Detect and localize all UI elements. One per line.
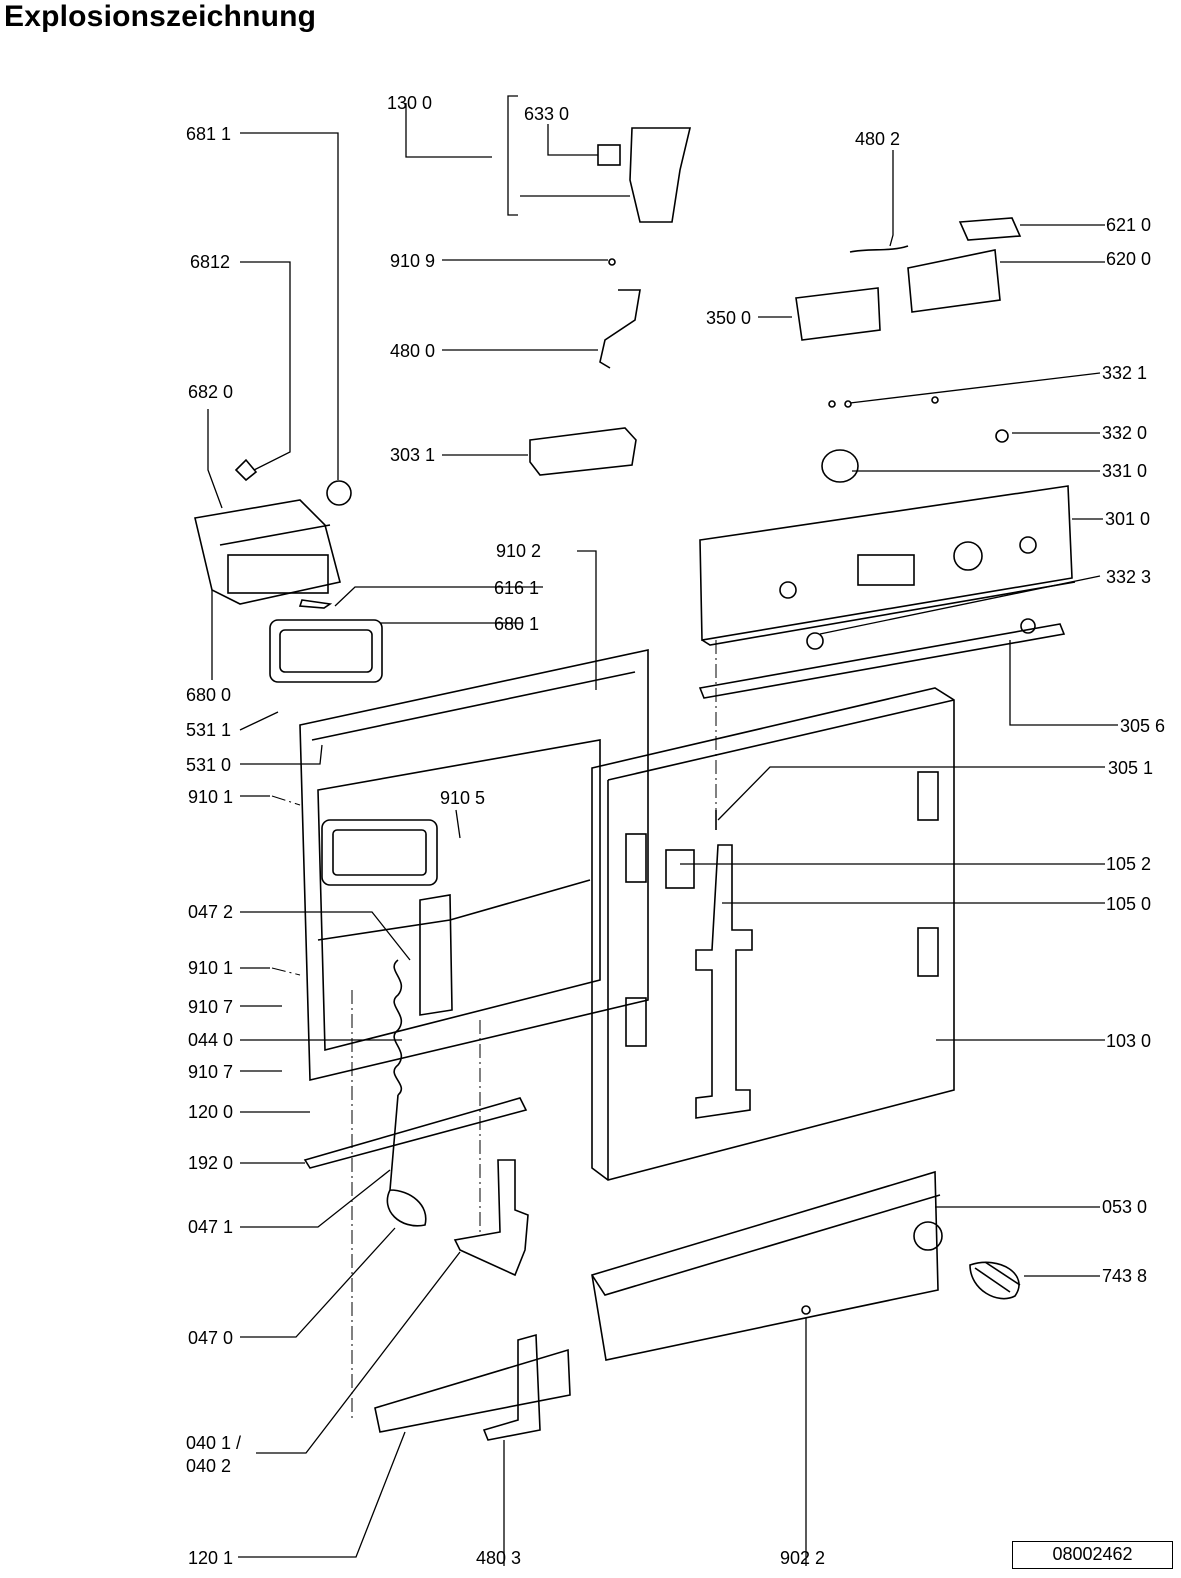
label-616-1: 616 1 [494, 578, 539, 598]
label-743-8: 743 8 [1102, 1266, 1147, 1286]
label-910-7-top: 910 7 [188, 997, 233, 1017]
label-902-2: 902 2 [780, 1548, 825, 1568]
label-040-2: 040 2 [186, 1456, 231, 1476]
label-305-1: 305 1 [1108, 758, 1153, 778]
label-130-0: 130 0 [387, 93, 432, 113]
label-682-0: 682 0 [188, 382, 233, 402]
label-332-1: 332 1 [1102, 363, 1147, 383]
label-633-0: 633 0 [524, 104, 569, 124]
label-910-5: 910 5 [440, 788, 485, 808]
label-680-0: 680 0 [186, 685, 231, 705]
label-480-0: 480 0 [390, 341, 435, 361]
label-105-2: 105 2 [1106, 854, 1151, 874]
label-303-1: 303 1 [390, 445, 435, 465]
label-531-1: 531 1 [186, 720, 231, 740]
label-910-1-top: 910 1 [188, 787, 233, 807]
label-621-0: 621 0 [1106, 215, 1151, 235]
dash-dot-lines [271, 640, 717, 1418]
label-910-9: 910 9 [390, 251, 435, 271]
label-910-1-bottom: 910 1 [188, 958, 233, 978]
label-480-2: 480 2 [855, 129, 900, 149]
part-drawings [194, 127, 1076, 1441]
label-681-1: 681 1 [186, 124, 231, 144]
label-331-0: 331 0 [1102, 461, 1147, 481]
page-title: Explosionszeichnung [4, 0, 317, 33]
label-103-0: 103 0 [1106, 1031, 1151, 1051]
part-number-labels: 130 0 633 0 681 1 480 2 621 0 620 0 6812… [186, 93, 1165, 1568]
label-680-1: 680 1 [494, 614, 539, 634]
label-044-0: 044 0 [188, 1030, 233, 1050]
label-6812: 6812 [190, 252, 230, 272]
label-910-7-bottom: 910 7 [188, 1062, 233, 1082]
label-305-6: 305 6 [1120, 716, 1165, 736]
label-105-0: 105 0 [1106, 894, 1151, 914]
label-620-0: 620 0 [1106, 249, 1151, 269]
label-047-2: 047 2 [188, 902, 233, 922]
label-047-1: 047 1 [188, 1217, 233, 1237]
label-192-0: 192 0 [188, 1153, 233, 1173]
label-480-3: 480 3 [476, 1548, 521, 1568]
label-053-0: 053 0 [1102, 1197, 1147, 1217]
label-332-0: 332 0 [1102, 423, 1147, 443]
leader-lines [207, 95, 1118, 1566]
label-120-0: 120 0 [188, 1102, 233, 1122]
label-040-1: 040 1 / [186, 1433, 241, 1453]
label-047-0: 047 0 [188, 1328, 233, 1348]
label-332-3: 332 3 [1106, 567, 1151, 587]
label-301-0: 301 0 [1105, 509, 1150, 529]
label-910-2: 910 2 [496, 541, 541, 561]
label-120-1: 120 1 [188, 1548, 233, 1568]
label-350-0: 350 0 [706, 308, 751, 328]
document-number-box: 08002462 [1012, 1541, 1173, 1569]
label-531-0: 531 0 [186, 755, 231, 775]
